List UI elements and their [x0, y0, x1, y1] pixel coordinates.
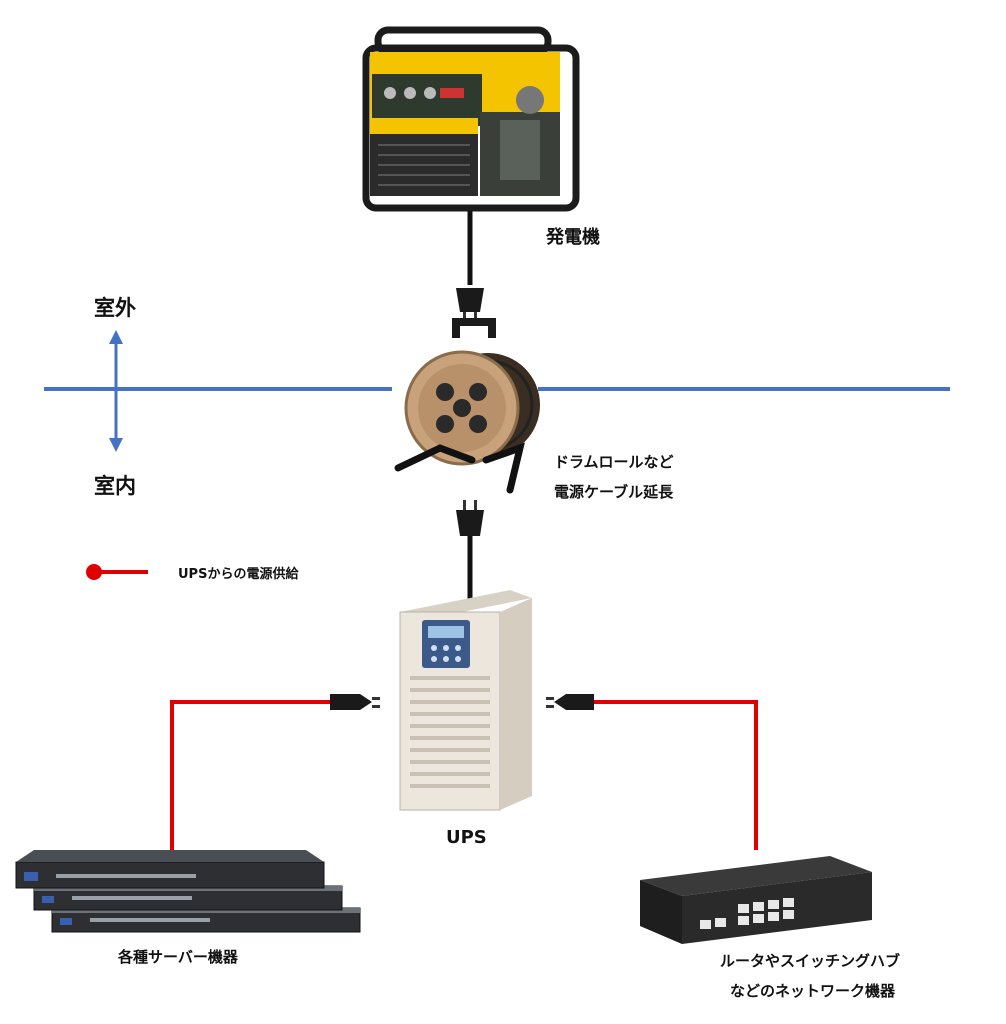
- network-switch-icon: [640, 856, 872, 944]
- drum-label-line2: 電源ケーブル延長: [554, 483, 674, 501]
- legend-label: UPSからの電源供給: [178, 567, 299, 582]
- network-label-line1: ルータやスイッチングハブ: [720, 952, 901, 970]
- ups-label: UPS: [446, 827, 487, 848]
- outdoor-label: 室外: [94, 296, 136, 320]
- drum-label-line1: ドラムロールなど: [554, 453, 674, 471]
- ups-icon: [399, 590, 532, 811]
- cable-drum-icon: [394, 318, 540, 494]
- power-plug-icon: [456, 288, 484, 322]
- ups-supply-line-servers: [170, 694, 380, 850]
- ups-supply-line-network: [546, 694, 758, 850]
- indoor-label: 室内: [94, 474, 136, 498]
- legend-marker: [86, 564, 148, 580]
- drum-to-ups-cable: [456, 500, 484, 600]
- network-label-line2: などのネットワーク機器: [730, 982, 896, 1000]
- generator-label: 発電機: [546, 227, 600, 248]
- outdoor-indoor-arrow: [109, 330, 123, 452]
- generator-icon: [362, 26, 580, 285]
- rack-server-icon: [15, 850, 361, 933]
- servers-label: 各種サーバー機器: [118, 948, 238, 966]
